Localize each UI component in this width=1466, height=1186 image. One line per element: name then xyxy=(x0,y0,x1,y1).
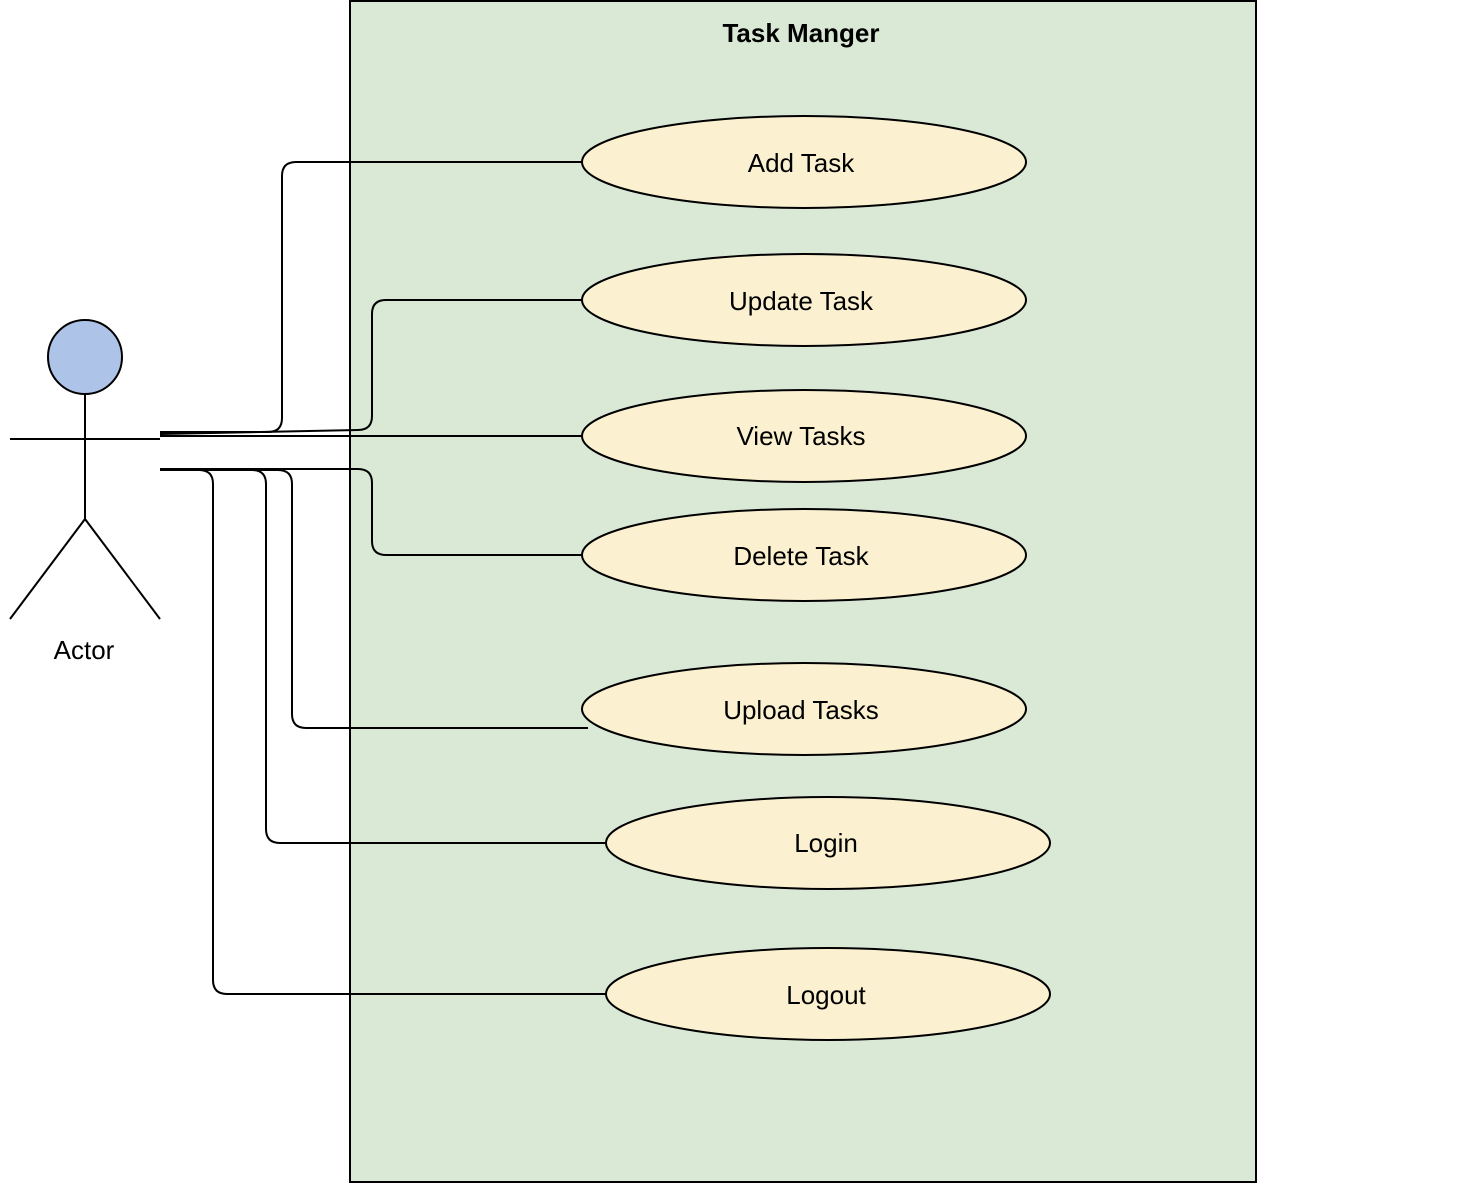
use-case-label: Add Task xyxy=(748,148,855,178)
actor-head xyxy=(47,319,123,395)
system-title: Task Manger xyxy=(722,18,879,48)
use-case-login[interactable]: Login xyxy=(605,796,1051,890)
association-update-task xyxy=(159,299,582,435)
association-upload-tasks xyxy=(160,469,588,729)
use-case-upload-tasks[interactable]: Upload Tasks xyxy=(581,662,1027,756)
use-case-label: View Tasks xyxy=(736,421,865,451)
use-case-update-task[interactable]: Update Task xyxy=(581,253,1027,347)
association-delete-task xyxy=(160,468,582,556)
use-case-label: Update Task xyxy=(729,286,874,316)
use-case-view-tasks[interactable]: View Tasks xyxy=(581,389,1027,483)
use-case-label: Upload Tasks xyxy=(723,695,879,725)
associations xyxy=(159,161,606,995)
use-case-label: Delete Task xyxy=(733,541,869,571)
use-case-logout[interactable]: Logout xyxy=(605,947,1051,1041)
actor-label: Actor xyxy=(54,635,115,665)
use-case-add-task[interactable]: Add Task xyxy=(581,115,1027,209)
actor-left-leg xyxy=(9,518,86,620)
use-case-label: Login xyxy=(794,828,858,858)
actor-figure[interactable] xyxy=(9,319,161,620)
use-case-label: Logout xyxy=(786,980,866,1010)
association-login xyxy=(160,469,606,844)
use-case-delete-task[interactable]: Delete Task xyxy=(581,508,1027,602)
actor-right-leg xyxy=(84,518,161,620)
association-logout xyxy=(160,469,606,995)
